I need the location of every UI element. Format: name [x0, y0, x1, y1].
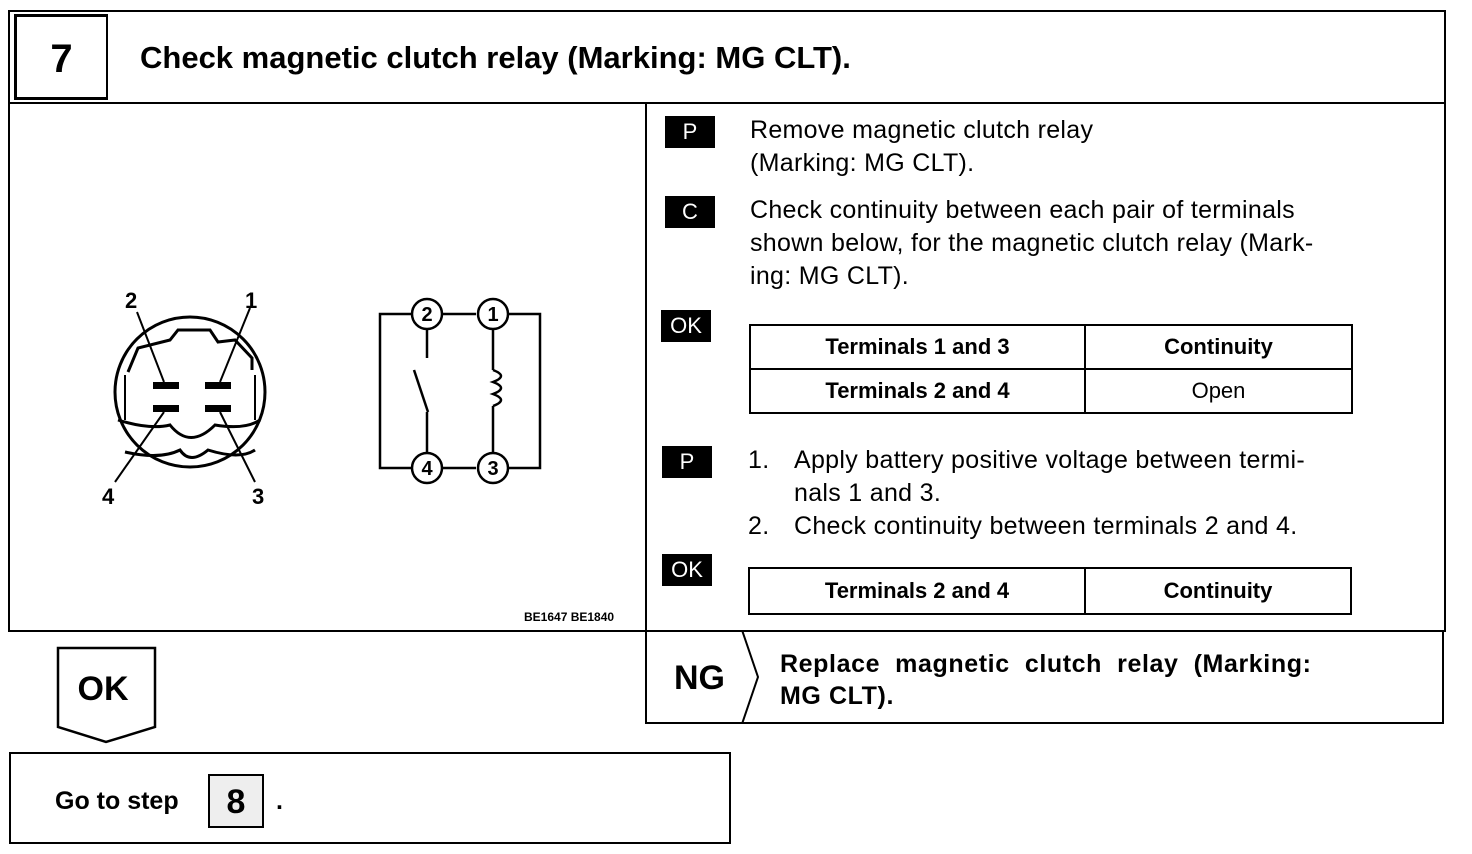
step-number: 7: [50, 37, 73, 81]
step-title: Check magnetic clutch relay (Marking: MG…: [140, 40, 851, 75]
step-num-2: 2.: [748, 512, 770, 540]
instruction-remove: Remove magnetic clutch relay (Marking: M…: [750, 114, 1093, 180]
table-row: Terminals 2 and 4 Continuity: [748, 567, 1352, 615]
voltage-steps: 1. Apply battery positive voltage betwee…: [748, 444, 1420, 543]
table-row: Terminals 1 and 3 Continuity: [749, 324, 1353, 370]
step-text-1: Apply battery positive voltage between t…: [794, 446, 1305, 474]
instruction-remove-line1: Remove magnetic clutch relay: [750, 116, 1094, 144]
ng-action-line2: MG CLT).: [780, 682, 895, 710]
instruction-check-line2: shown below, for the magnetic clutch rel…: [750, 229, 1314, 257]
tag-p-1: P: [665, 116, 715, 148]
table-cell: Terminals 2 and 4: [749, 368, 1086, 414]
table-cell: Continuity: [1084, 567, 1352, 615]
schematic-label-2: 2: [421, 304, 432, 326]
connector-pins: [153, 382, 231, 412]
tag-c: C: [665, 196, 715, 228]
ng-box: [645, 630, 1444, 724]
ng-label: NG: [674, 659, 725, 697]
ok-result-badge: OK: [56, 646, 157, 744]
relay-schematic: [378, 297, 542, 485]
table-cell: Open: [1084, 368, 1353, 414]
figure-code: BE1647 BE1840: [524, 610, 615, 624]
step-text-2: Check continuity between terminals 2 and…: [794, 512, 1298, 540]
goto-suffix: .: [276, 787, 283, 815]
schematic-label-4: 4: [421, 458, 433, 480]
step-text-1-cont: nals 1 and 3.: [794, 479, 942, 507]
ng-action-line1: Replace magnetic clutch relay (Marking:: [780, 650, 1312, 678]
table-cell: Terminals 1 and 3: [749, 324, 1086, 370]
relay-diagram: 2 1 4 3 2 1 4 3: [102, 288, 542, 509]
schematic-label-3: 3: [487, 458, 498, 480]
ng-action: Replace magnetic clutch relay (Marking: …: [780, 648, 1312, 712]
goto-step-number[interactable]: 8: [208, 774, 264, 828]
connector-label-1: 1: [245, 288, 257, 313]
goto-text: Go to step: [55, 787, 179, 815]
instruction-check-line3: ing: MG CLT).: [750, 262, 910, 290]
leader-lines: [114, 307, 256, 483]
connector-label-4: 4: [102, 484, 115, 509]
ng-arrow-divider: [741, 630, 760, 724]
goto-step-number-text: 8: [226, 783, 246, 821]
instruction-check: Check continuity between each pair of te…: [750, 194, 1420, 293]
step-header: [8, 10, 1446, 104]
table-cell: Terminals 2 and 4: [748, 567, 1086, 615]
step-number-box: 7: [14, 14, 108, 100]
relay-connector-drawing: [113, 315, 267, 469]
step-num-1: 1.: [748, 446, 770, 474]
tag-ok-1: OK: [661, 310, 711, 342]
table-cell: Continuity: [1084, 324, 1353, 370]
schematic-label-1: 1: [487, 304, 498, 326]
connector-label-3: 3: [252, 484, 264, 509]
tag-p-2: P: [662, 446, 712, 478]
continuity-table-1: Terminals 1 and 3 Continuity Terminals 2…: [749, 324, 1353, 414]
goto-box: [9, 752, 731, 844]
column-divider: [645, 102, 647, 724]
table-row: Terminals 2 and 4 Open: [749, 368, 1353, 414]
instruction-check-line1: Check continuity between each pair of te…: [750, 196, 1295, 224]
tag-ok-2: OK: [662, 554, 712, 586]
connector-label-2: 2: [125, 288, 137, 313]
ok-result-label: OK: [78, 670, 129, 708]
continuity-table-2: Terminals 2 and 4 Continuity: [748, 567, 1352, 615]
instruction-remove-line2: (Marking: MG CLT).: [750, 149, 975, 177]
